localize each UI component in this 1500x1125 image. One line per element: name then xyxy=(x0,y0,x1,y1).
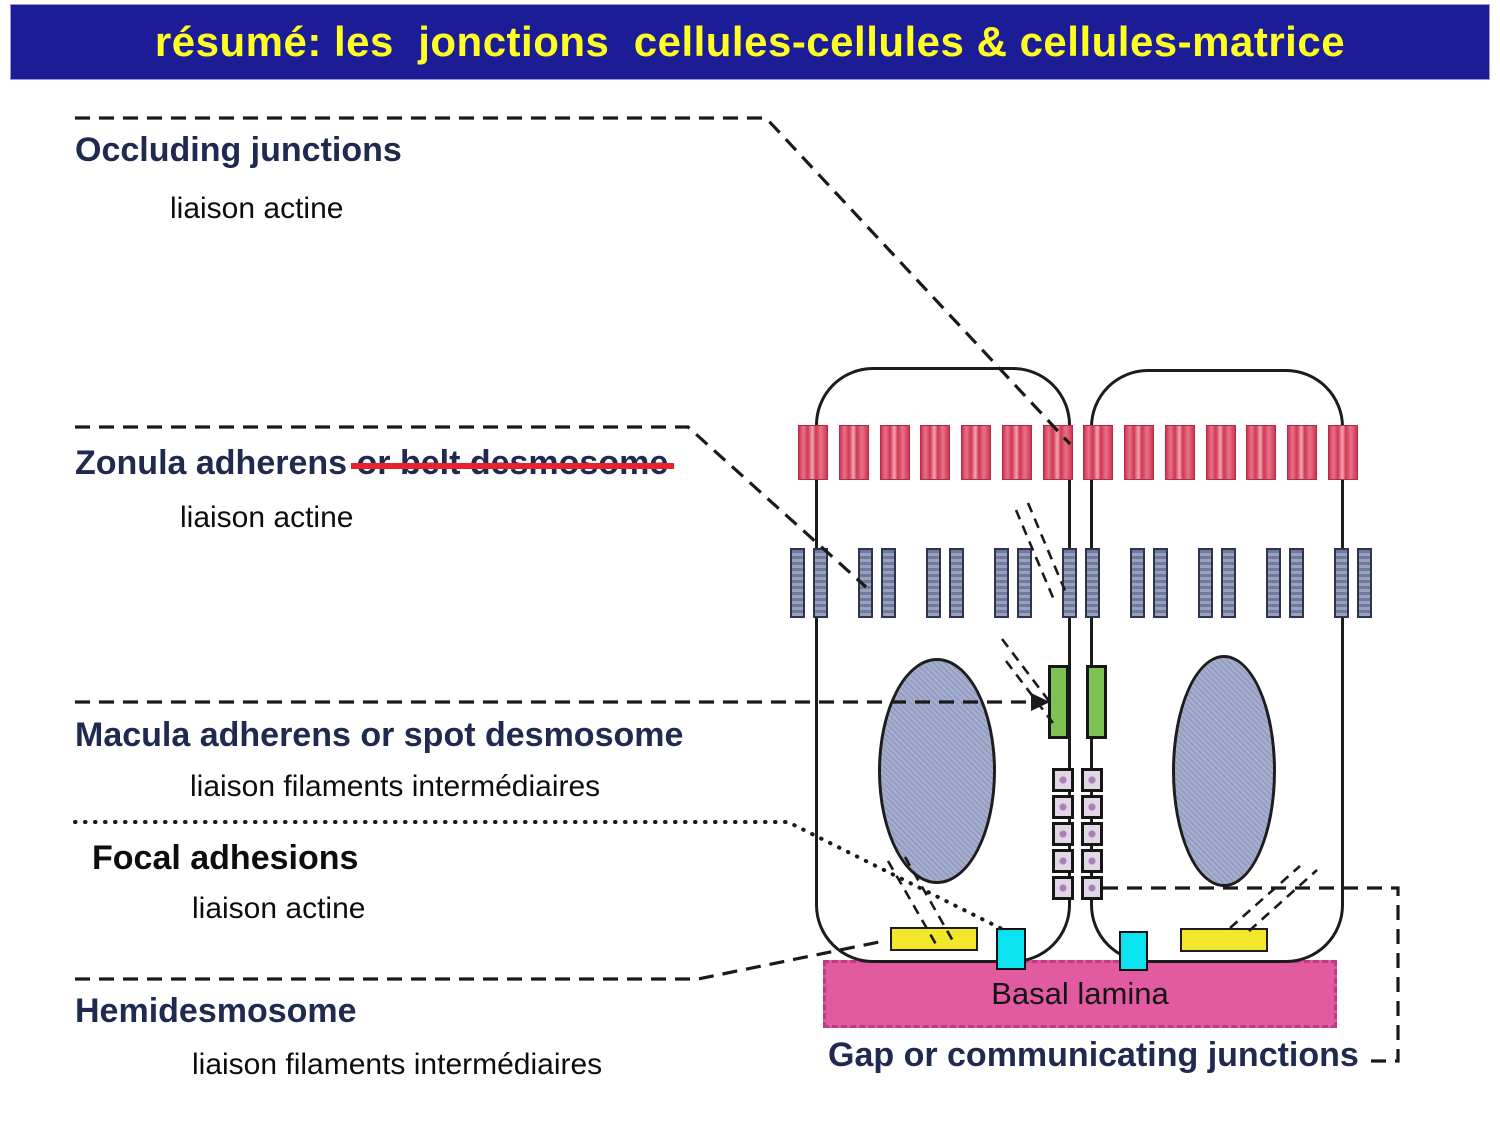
zonula-adherens-bar xyxy=(1266,548,1281,618)
occluding-junction-bar xyxy=(879,425,910,480)
zonula-adherens-bar xyxy=(1153,548,1168,618)
zonula-adherens-bar xyxy=(1062,548,1077,618)
zonula-adherens-bar xyxy=(858,548,873,618)
zonula-adherens-bar xyxy=(1334,548,1349,618)
zonula-adherens-pair xyxy=(1198,548,1236,618)
label-focal-adhesions: Focal adhesions xyxy=(92,839,359,877)
gap-junction-column-right xyxy=(1081,768,1103,900)
zonula-adherens-bar xyxy=(881,548,896,618)
zonula-adherens-pair xyxy=(1130,548,1168,618)
zonula-adherens-pair xyxy=(858,548,896,618)
zonula-adherens-pair xyxy=(926,548,964,618)
zonula-adherens-bar xyxy=(1221,548,1236,618)
spot-desmosome-left xyxy=(1048,665,1069,739)
zonula-adherens-bar xyxy=(1357,548,1372,618)
zonula-title-struck: or belt desmosome xyxy=(350,444,674,482)
gap-junction-connexon xyxy=(1052,795,1074,819)
zonula-adherens-bar xyxy=(790,548,805,618)
label-occluding-liaison: liaison actine xyxy=(170,192,344,225)
occluding-junction-bar xyxy=(1327,425,1358,480)
occluding-junction-bar xyxy=(838,425,869,480)
label-zonula-adherens: Zonula adherens or belt desmosome xyxy=(75,444,674,482)
hemidesmosome-left xyxy=(996,928,1026,970)
gap-junction-column-left xyxy=(1052,768,1074,900)
label-occluding-junctions: Occluding junctions xyxy=(75,131,402,169)
gap-junction-connexon xyxy=(1081,849,1103,873)
zonula-adherens-pair xyxy=(1062,548,1100,618)
gap-junction-connexon xyxy=(1081,795,1103,819)
hemidesmosome-right xyxy=(1119,931,1148,971)
hemidesmosome-pointer-line xyxy=(75,939,885,981)
occluding-junction-bar xyxy=(1042,425,1073,480)
focal-adhesion-right xyxy=(1180,928,1268,952)
occluding-junction-bar xyxy=(920,425,951,480)
occluding-junction-bar xyxy=(1124,425,1155,480)
label-hemidesmosome: Hemidesmosome xyxy=(75,992,357,1030)
gap-junction-connexon xyxy=(1081,876,1103,900)
basal-lamina-label: Basal lamina xyxy=(991,976,1169,1011)
occluding-junction-bar xyxy=(798,425,828,480)
zonula-adherens-bar xyxy=(813,548,828,618)
gap-junction-connexon xyxy=(1081,768,1103,792)
zonula-adherens-bar xyxy=(1289,548,1304,618)
zonula-adherens-pair xyxy=(1334,548,1372,618)
gap-junction-connexon xyxy=(1052,768,1074,792)
spot-desmosome-right xyxy=(1086,665,1107,739)
occluding-junction-bar xyxy=(961,425,992,480)
occluding-junction-bar xyxy=(1205,425,1236,480)
zonula-adherens-bar xyxy=(994,548,1009,618)
zonula-title-main: Zonula adherens xyxy=(75,444,357,482)
occluding-junction-bar xyxy=(1287,425,1318,480)
zonula-adherens-pair xyxy=(994,548,1032,618)
zonula-adherens-bar xyxy=(926,548,941,618)
occluding-junction-bar xyxy=(1164,425,1195,480)
occluding-junction-bar xyxy=(1083,425,1114,480)
nucleus-left xyxy=(878,658,996,884)
zonula-adherens-bar xyxy=(1198,548,1213,618)
label-hemidesmosome-liaison: liaison filaments intermédiaires xyxy=(192,1048,603,1081)
occluding-junction-bar xyxy=(1001,425,1032,480)
label-gap-junctions: Gap or communicating junctions xyxy=(828,1036,1359,1074)
zonula-adherens-bar xyxy=(949,548,964,618)
zonula-adherens-bar xyxy=(1085,548,1100,618)
occluding-junction-bar xyxy=(1246,425,1277,480)
basal-lamina: Basal lamina xyxy=(823,960,1337,1028)
title-bar: résumé: les jonctions cellules-cellules … xyxy=(10,4,1490,80)
zonula-adherens-pair xyxy=(1266,548,1304,618)
zonula-adherens-bar xyxy=(1017,548,1032,618)
nucleus-right xyxy=(1172,655,1276,887)
label-zonula-liaison: liaison actine xyxy=(180,501,354,534)
label-macula-adherens: Macula adherens or spot desmosome xyxy=(75,716,684,754)
focal-adhesion-left xyxy=(890,927,978,951)
gap-junction-connexon xyxy=(1052,876,1074,900)
gap-junction-connexon xyxy=(1081,822,1103,846)
occluding-junction-bars xyxy=(798,425,1358,480)
slide-title: résumé: les jonctions cellules-cellules … xyxy=(154,18,1346,65)
zonula-adherens-pair xyxy=(790,548,828,618)
zonula-adherens-bar xyxy=(1130,548,1145,618)
label-focal-liaison: liaison actine xyxy=(192,892,366,925)
zonula-adherens-bars xyxy=(790,548,1372,618)
gap-junction-connexon xyxy=(1052,849,1074,873)
label-macula-liaison: liaison filaments intermédiaires xyxy=(190,770,601,803)
gap-junction-connexon xyxy=(1052,822,1074,846)
